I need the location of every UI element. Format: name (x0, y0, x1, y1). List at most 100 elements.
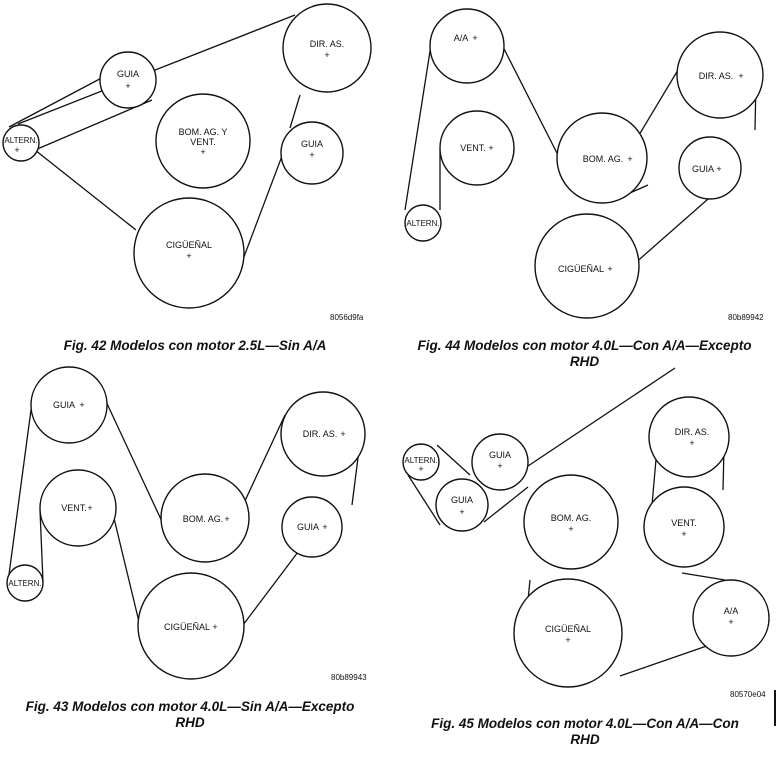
pulley-aa (692, 579, 770, 657)
center-mark: + (472, 33, 477, 43)
pulley-label: DIR. AS. (699, 71, 734, 81)
pulley-label: DIR. AS. (310, 39, 345, 49)
figure-caption: Fig. 42 Modelos con motor 2.5L—Sin A/A (20, 338, 370, 354)
center-mark: + (309, 150, 314, 160)
pulley-ciguenal (137, 572, 245, 680)
figure-caption: Fig. 44 Modelos con motor 4.0L—Con A/A—E… (392, 338, 777, 370)
pulley-vent (39, 469, 117, 547)
center-mark: + (497, 461, 502, 471)
pulley-label: CIGÜEÑAL (558, 264, 604, 274)
pulley-bom-ag (523, 474, 619, 570)
center-mark: + (568, 524, 573, 534)
center-mark: + (340, 429, 345, 439)
figure-caption: Fig. 45 Modelos con motor 4.0L—Con A/A—C… (400, 716, 770, 748)
figure-caption: Fig. 43 Modelos con motor 4.0L—Sin A/A—E… (0, 699, 380, 731)
pulley-label: GUIA (297, 522, 319, 532)
center-mark: + (459, 507, 464, 517)
pulley-label: GUIA (451, 495, 473, 505)
center-mark: + (488, 143, 493, 153)
pulley-guia-2 (435, 478, 489, 532)
pulley-label: DIR. AS. (675, 427, 710, 437)
figure-44-diagram: A/A + DIR. AS. + VENT. + BOM. AG. + GUIA… (404, 8, 764, 322)
pulley-guia-1 (99, 51, 157, 109)
belt-path (407, 367, 726, 677)
pulley-label: VENT. (460, 143, 486, 153)
pulley-label: BOM. AG. (183, 514, 224, 524)
center-mark: + (418, 464, 423, 474)
center-mark: + (322, 522, 327, 532)
pulley-label: CIGÜEÑAL (166, 240, 212, 250)
pulley-dir-as (676, 31, 764, 119)
figure-45-diagram: ALTERN. + GUIA + DIR. AS. + GUIA + BOM. … (402, 367, 770, 699)
figure-42-diagram: GUIA + DIR. AS. + ALTERN. + BOM. AG. Y V… (2, 3, 372, 322)
pulley-guia-1 (471, 433, 529, 491)
caption-line: Fig. 42 Modelos con motor 2.5L—Sin A/A (63, 338, 327, 353)
pulley-ciguenal (513, 578, 623, 688)
pulley-dir-as (282, 3, 372, 93)
pulley-dir-as (648, 396, 730, 478)
pulley-aa (429, 8, 505, 84)
figure-code: 80b89943 (331, 673, 367, 682)
pulley-label: GUIA (53, 400, 75, 410)
pulley-label: GUIA (117, 69, 139, 79)
figure-43-diagram: GUIA + DIR. AS. + VENT. + BOM. AG. + GUI… (6, 366, 367, 682)
center-mark: + (87, 503, 92, 513)
pulley-ciguenal (534, 213, 640, 319)
center-mark: + (14, 145, 19, 155)
pulley-dir-as (280, 391, 366, 477)
center-mark: + (681, 529, 686, 539)
pulley-label: GUIA (489, 450, 511, 460)
center-mark: + (716, 164, 721, 174)
pulley-label: VENT. (190, 137, 216, 147)
caption-line: Fig. 43 Modelos con motor 4.0L—Sin A/A—E… (25, 699, 355, 714)
pulley-label: A/A (454, 33, 469, 43)
center-mark: + (689, 438, 694, 448)
pulley-altern (6, 564, 44, 602)
pulley-altern (2, 124, 40, 162)
pulley-label: GUIA (301, 139, 323, 149)
pulley-guia-2 (280, 121, 344, 185)
center-mark: + (125, 81, 130, 91)
pulley-label: CIGÜEÑAL (164, 622, 210, 632)
pulley-label: BOM. AG. Y (179, 127, 228, 137)
pulley-label: ALTERN. (4, 136, 37, 145)
pulley-vent (643, 486, 725, 568)
pulley-label: VENT. (61, 503, 87, 513)
pulley-label: BOM. AG. (551, 513, 592, 523)
center-mark: + (79, 400, 84, 410)
belt-path (7, 394, 361, 627)
pulley-label: ALTERN. (404, 456, 437, 465)
pulley-guia-1 (30, 366, 108, 444)
pulley-guia (678, 136, 742, 200)
center-mark: + (627, 154, 632, 164)
caption-line: RHD (570, 732, 600, 747)
center-mark: + (186, 251, 191, 261)
pulley-altern (404, 204, 442, 242)
pulley-vent (439, 110, 515, 186)
pulley-bomba-vent (155, 93, 251, 189)
pulley-label: ALTERN. (8, 579, 41, 588)
center-mark: + (738, 71, 743, 81)
figure-code: 80570e04 (730, 690, 766, 699)
figure-code: 8056d9fa (330, 313, 364, 322)
pulley-bom-ag (160, 473, 250, 563)
pulley-label: VENT. (671, 518, 697, 528)
caption-line: Fig. 45 Modelos con motor 4.0L—Con A/A—C… (431, 716, 739, 731)
center-mark: + (728, 617, 733, 627)
pulley-label: BOM. AG. (583, 154, 624, 164)
center-mark: + (607, 264, 612, 274)
center-mark: + (200, 147, 205, 157)
pulley-label: ALTERN. (406, 219, 439, 228)
caption-line: Fig. 44 Modelos con motor 4.0L—Con A/A—E… (417, 338, 752, 353)
center-mark: + (212, 622, 217, 632)
center-mark: + (224, 514, 229, 524)
figure-code: 80b89942 (728, 313, 764, 322)
margin-rule (774, 690, 776, 726)
pulley-label: DIR. AS. (303, 429, 338, 439)
pulley-altern (402, 443, 440, 481)
pulley-guia-2 (281, 496, 343, 558)
pulley-label: A/A (724, 606, 739, 616)
belt-path (404, 34, 757, 266)
center-mark: + (324, 50, 329, 60)
